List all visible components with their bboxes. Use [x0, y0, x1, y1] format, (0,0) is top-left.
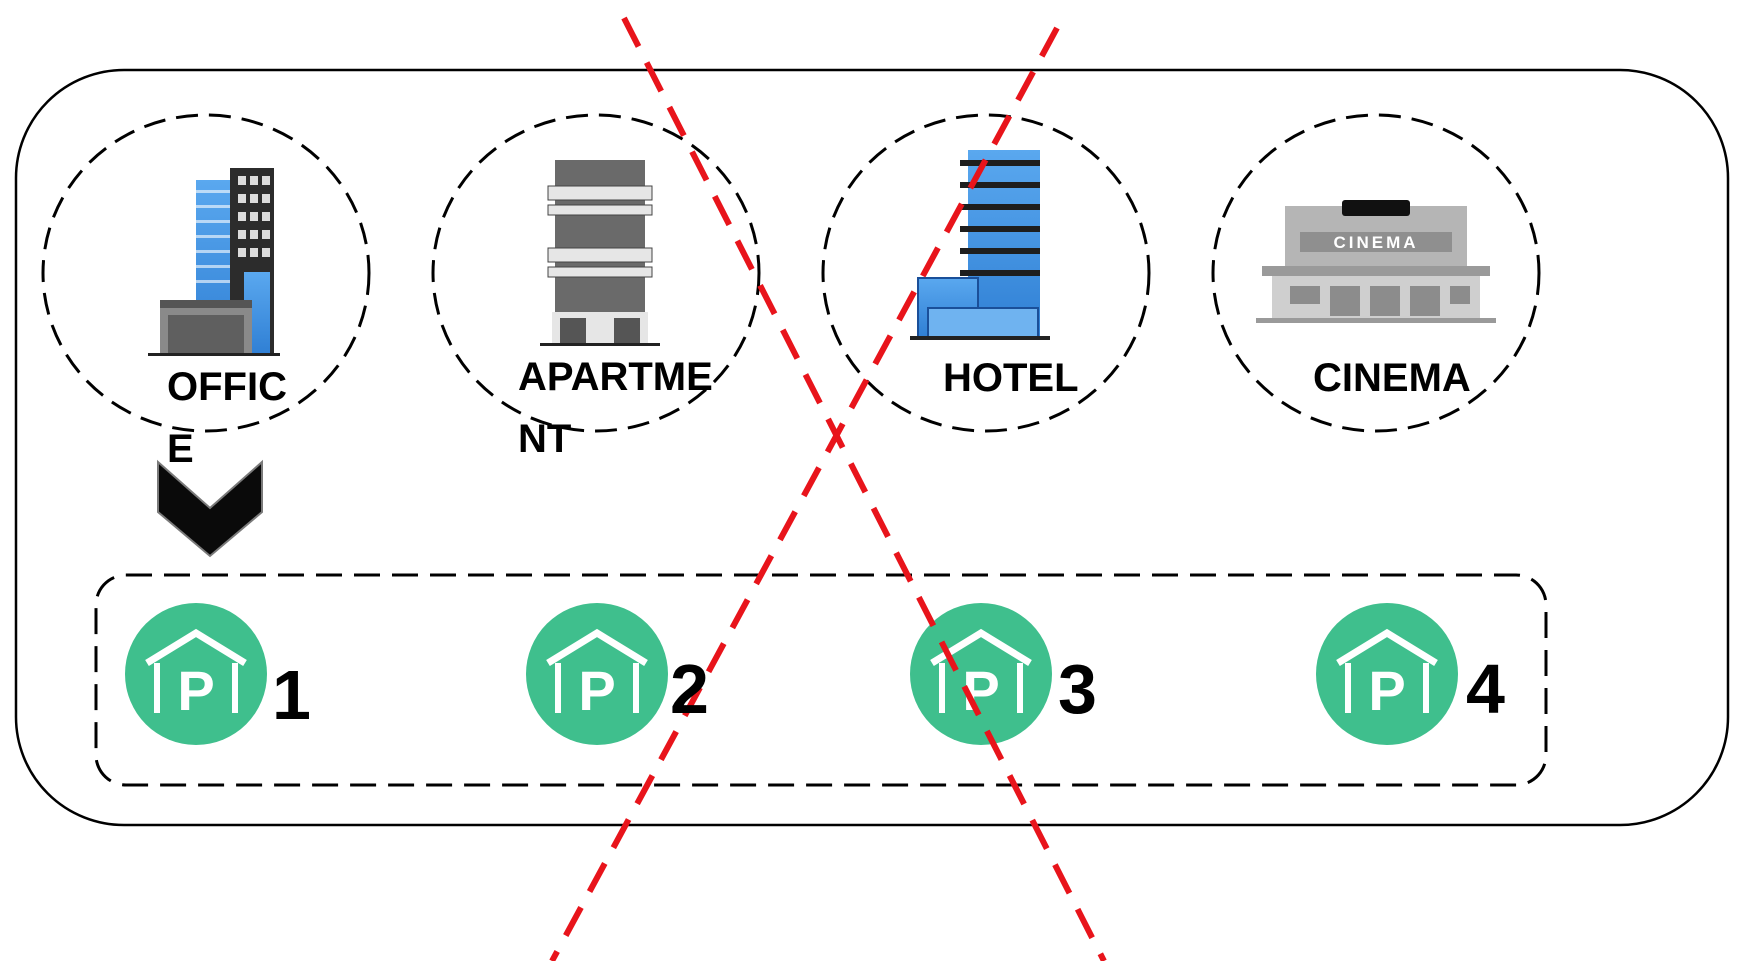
parking-garage-icon: P	[910, 603, 1052, 745]
parking-number-1: 1	[272, 656, 311, 734]
hotel-label: HOTEL	[943, 347, 1079, 409]
office-label-line-2: E	[167, 427, 194, 471]
cinema-building-icon: CINEMA	[1256, 200, 1496, 323]
parking-number-2: 2	[670, 650, 709, 728]
hotel-building-icon	[910, 150, 1050, 340]
parking-garage-icon: P	[125, 603, 267, 745]
cinema-label: CINEMA	[1313, 347, 1471, 409]
hotel-label-line-1: HOTEL	[943, 356, 1079, 400]
cinema-sign: CINEMA	[1333, 233, 1418, 252]
parking-number-4: 4	[1466, 650, 1505, 728]
parking-frame	[94, 573, 1548, 787]
outer-frame	[14, 68, 1730, 827]
apartment-label-line-2: NT	[518, 417, 572, 461]
office-label-line-1: OFFIC	[167, 365, 287, 409]
cinema-label-line-1: CINEMA	[1313, 356, 1471, 400]
parking-garage-icon: P	[1316, 603, 1458, 745]
apartment-label-line-1: APARTME	[518, 355, 713, 399]
building-circles	[41, 113, 1541, 433]
parking-number-3: 3	[1058, 650, 1097, 728]
svg-text:P: P	[578, 659, 615, 722]
apartment-building-icon	[540, 160, 660, 346]
office-building-icon	[148, 168, 280, 356]
cross-line-1	[621, 16, 1107, 961]
hotel-circle	[821, 113, 1151, 433]
office-circle	[41, 113, 371, 433]
svg-text:P: P	[1368, 659, 1405, 722]
parking-garage-icon: P	[526, 603, 668, 745]
cross-line-2	[549, 26, 1060, 961]
parking-icons: P P P	[125, 603, 1458, 745]
cross-out-mark	[549, 16, 1107, 961]
chevron-down-icon	[157, 459, 263, 558]
apartment-label: APARTME NT	[518, 346, 713, 470]
office-label: OFFIC E	[167, 356, 287, 480]
cinema-circle	[1211, 113, 1541, 433]
apartment-circle	[431, 113, 761, 433]
svg-text:P: P	[177, 659, 214, 722]
